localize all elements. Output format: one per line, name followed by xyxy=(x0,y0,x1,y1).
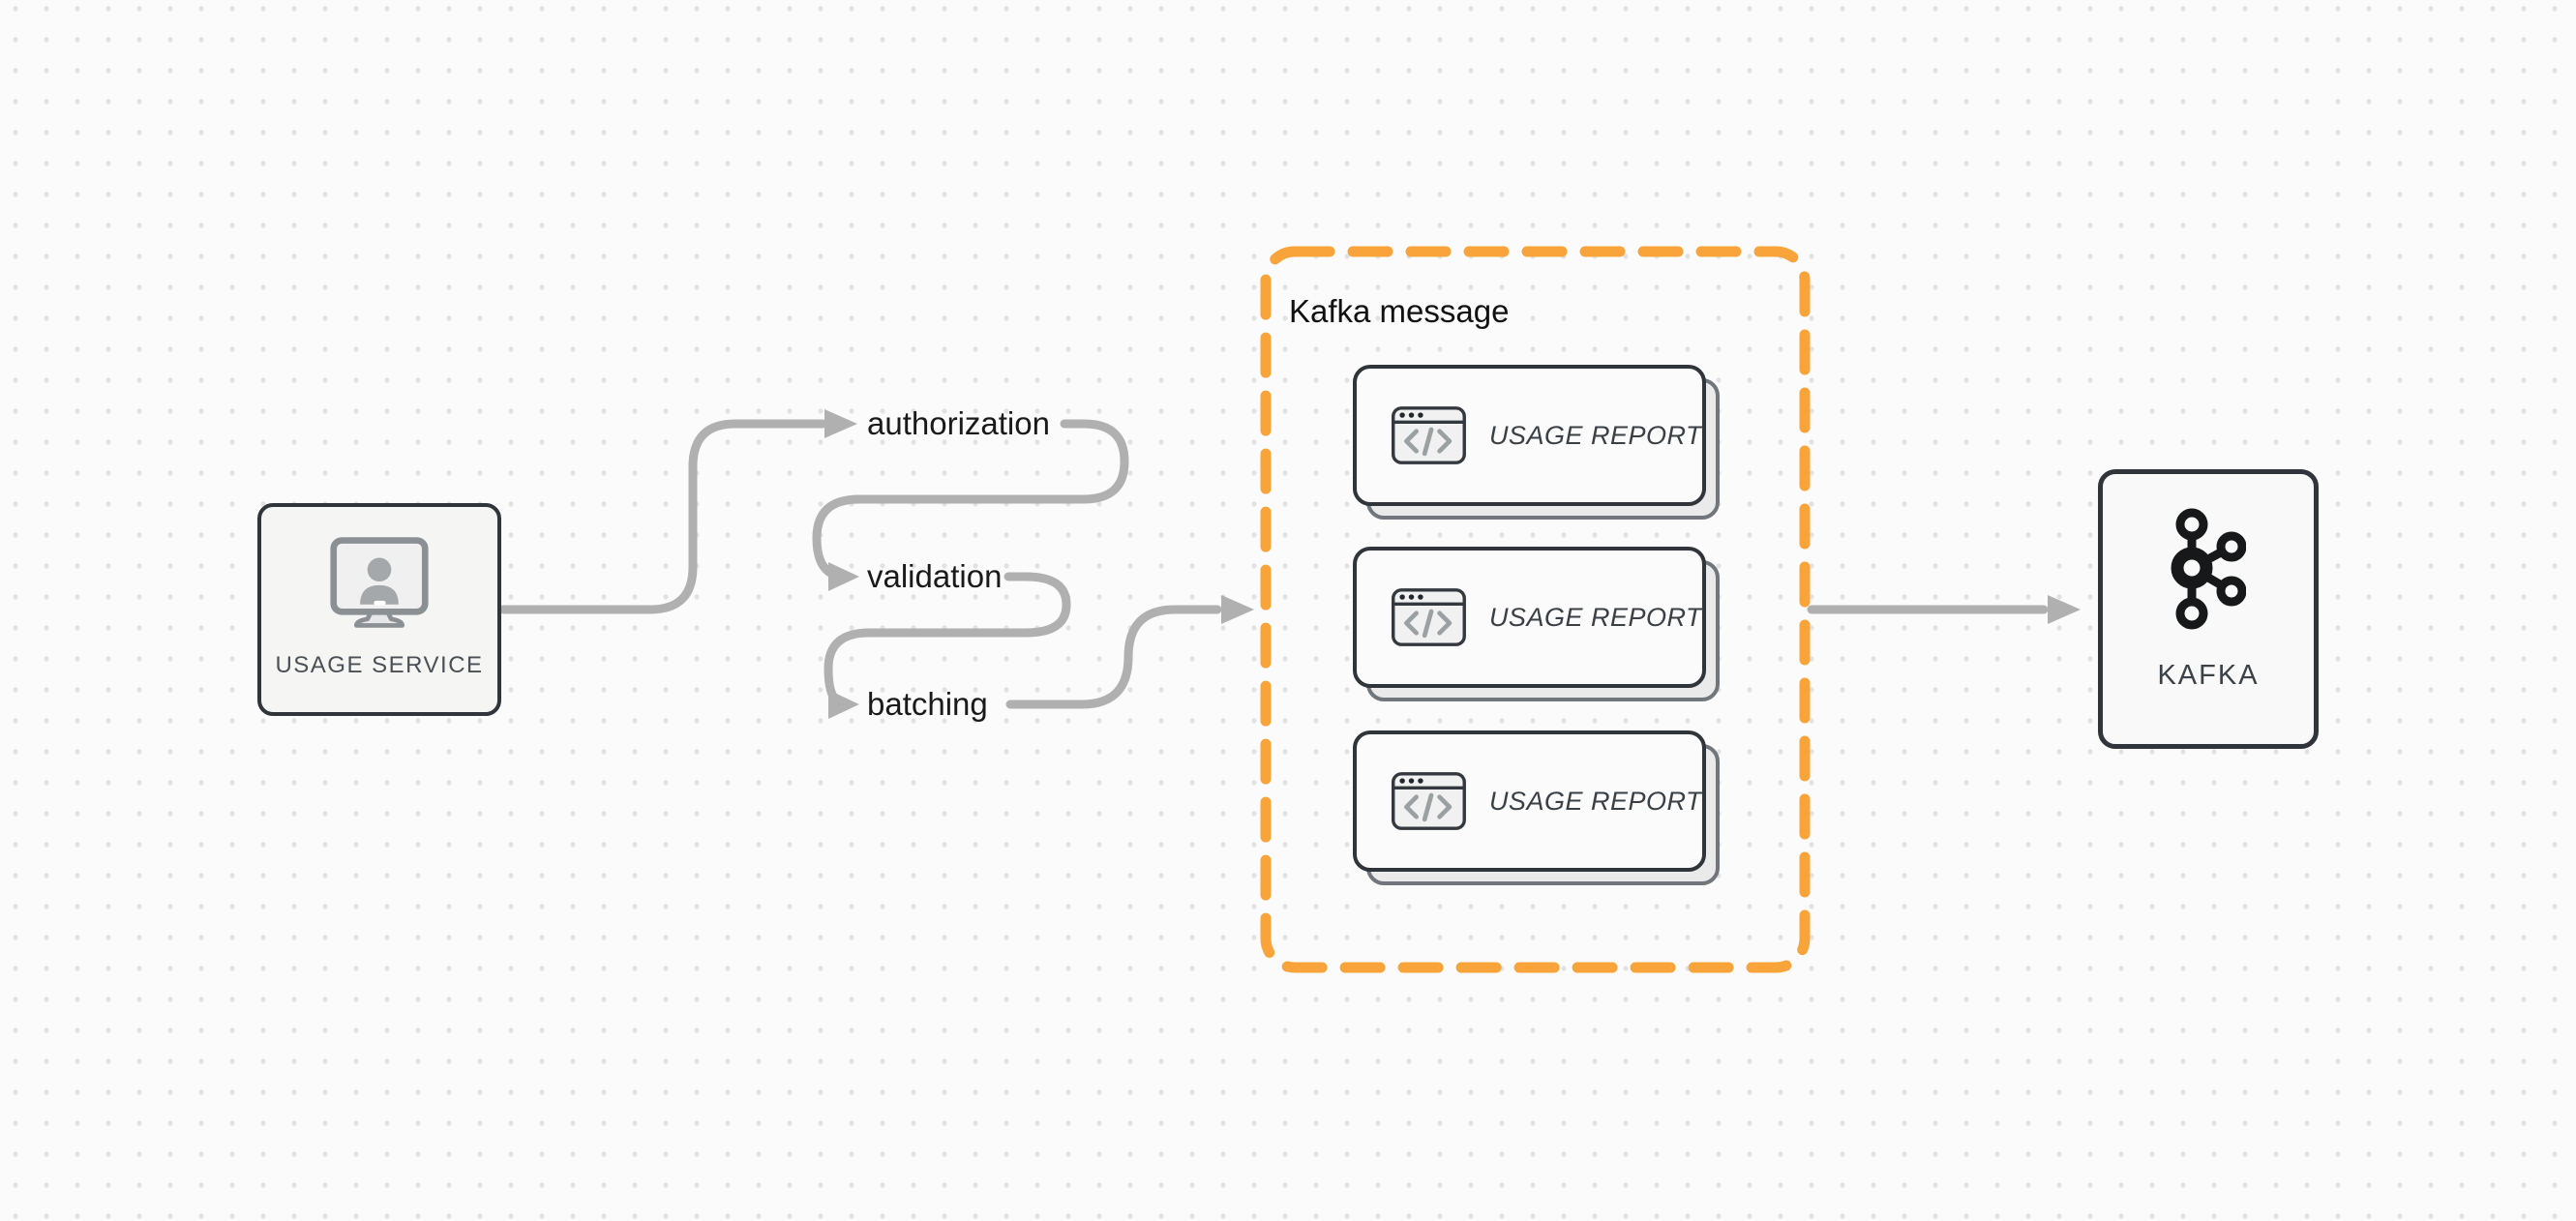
usage-report-label: USAGE REPORT xyxy=(1488,420,1702,450)
step-label-batching: batching xyxy=(867,686,988,722)
step-label-validation: validation xyxy=(867,558,1003,594)
connector-batching-to-kafka-message xyxy=(1005,605,1222,709)
code-window-icon xyxy=(1392,588,1466,646)
connector-service-to-authorization xyxy=(498,419,827,614)
step-label-authorization: authorization xyxy=(867,405,1050,441)
kafka-message-group[interactable]: Kafka message USAGE REPORT xyxy=(1260,246,1812,973)
code-window-icon xyxy=(1392,772,1466,830)
usage-service-label: USAGE SERVICE xyxy=(275,652,484,678)
monitor-user-icon xyxy=(330,537,429,628)
arrowhead-authorization xyxy=(824,409,857,438)
kafka-logo-icon xyxy=(2171,508,2246,630)
usage-report-label: USAGE REPORT xyxy=(1488,602,1702,632)
kafka-message-title: Kafka message xyxy=(1289,293,1510,329)
arrowhead-into-kafka xyxy=(2048,595,2081,624)
code-window-icon xyxy=(1392,406,1466,464)
connector-validation-to-batching xyxy=(824,572,1071,709)
usage-report-label: USAGE REPORT xyxy=(1488,786,1702,816)
kafka-label: KAFKA xyxy=(2157,660,2260,691)
arrowhead-batching xyxy=(828,690,859,719)
connector-authorization-to-validation xyxy=(812,419,1129,581)
kafka-message-dashed-border xyxy=(1260,246,1811,973)
arrowhead-into-kafka-message xyxy=(1221,595,1254,624)
arrowhead-validation xyxy=(828,562,859,591)
usage-report-card[interactable]: USAGE REPORT xyxy=(1353,547,1720,701)
usage-report-card[interactable]: USAGE REPORT xyxy=(1353,730,1720,885)
usage-service-node[interactable]: USAGE SERVICE xyxy=(257,503,501,716)
usage-report-card[interactable]: USAGE REPORT xyxy=(1353,365,1720,520)
kafka-node[interactable]: KAFKA xyxy=(2098,469,2319,749)
